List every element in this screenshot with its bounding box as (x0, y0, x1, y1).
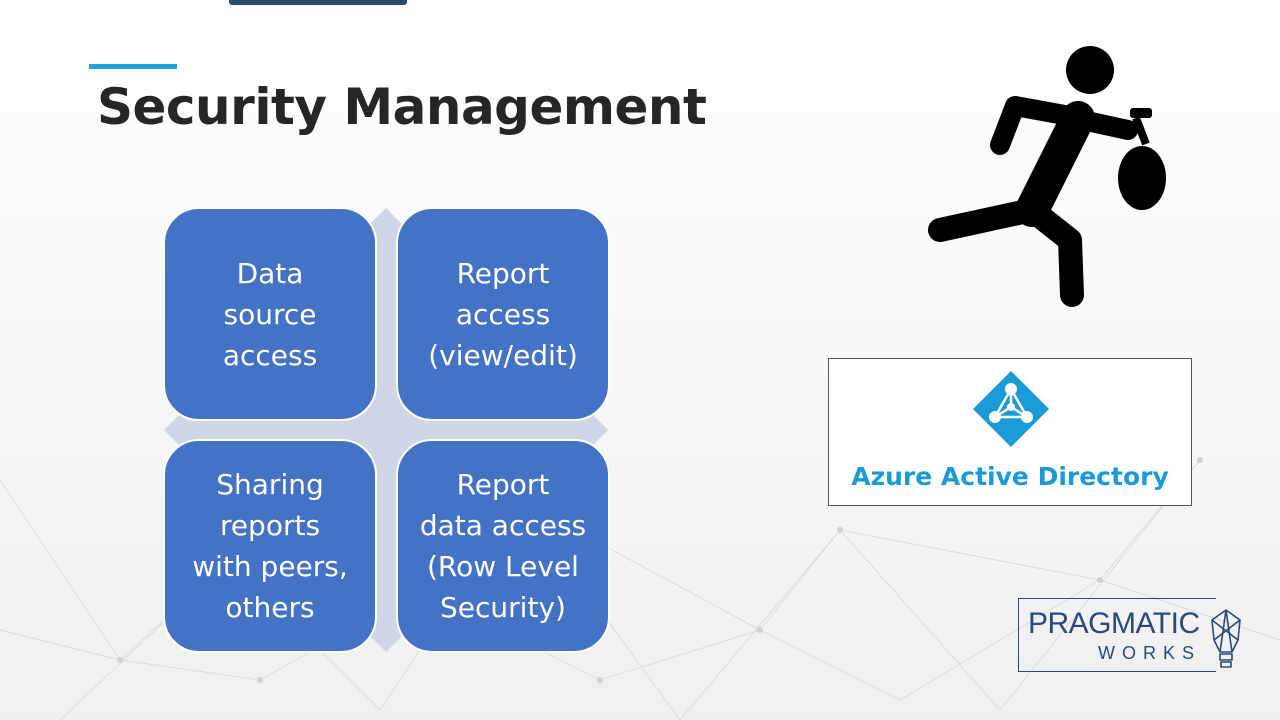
slide-title: Security Management (97, 78, 707, 136)
tile-label: Report data access (Row Level Security) (419, 468, 587, 624)
tile-data-source-access: Data source access (163, 207, 377, 421)
thief-running-with-money-bag-icon (928, 46, 1166, 307)
tile-label: Sharing reports with peers, others (192, 468, 348, 624)
brand-subtitle: WORKS (1098, 643, 1202, 663)
lightbulb-icon (1211, 609, 1241, 668)
azure-ad-label: Azure Active Directory (851, 462, 1169, 491)
tile-label: Data source access (222, 256, 318, 372)
security-matrix: Data source access Report access (view/e… (108, 152, 664, 708)
tile-row-level-security: Report data access (Row Level Security) (396, 439, 610, 653)
tile-sharing-reports: Sharing reports with peers, others (163, 439, 377, 653)
tile-label: Report access (view/edit) (428, 256, 578, 372)
brand-name: PRAGMATIC (1028, 607, 1200, 640)
azure-active-directory-icon (973, 371, 1049, 447)
title-accent-line (89, 64, 177, 69)
pragmatic-works-logo: PRAGMATIC WORKS (1018, 598, 1248, 674)
top-toolbar-edge (229, 0, 407, 5)
logo-frame (1018, 598, 1216, 672)
tile-report-access: Report access (view/edit) (396, 207, 610, 421)
azure-ad-logo-card: Azure Active Directory (828, 358, 1192, 506)
